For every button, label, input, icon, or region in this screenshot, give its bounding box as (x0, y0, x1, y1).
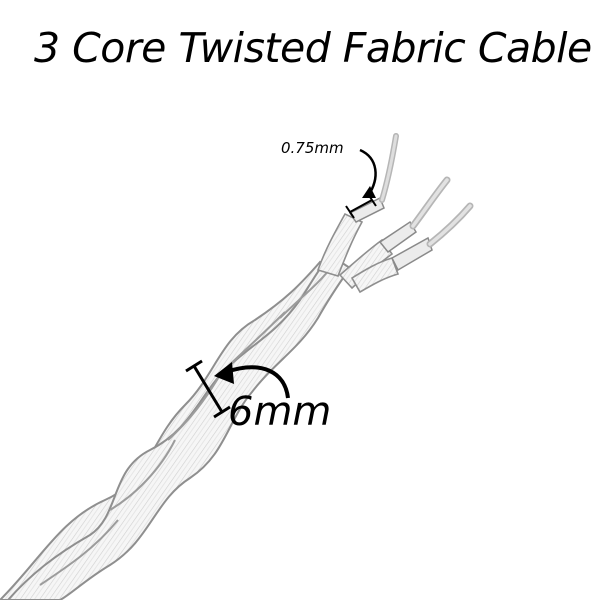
core-1 (316, 212, 364, 277)
dimension-line (349, 199, 373, 213)
twist-crease (167, 374, 221, 441)
dimension-line (192, 365, 224, 413)
bare-wire-1-outline (380, 134, 398, 202)
curved-arrow-icon (214, 362, 290, 399)
core-3 (350, 257, 400, 294)
bare-wire-2-outline (411, 178, 449, 228)
cable-diameter-marker (185, 359, 231, 419)
core-diameter-label: 0.75mm (281, 139, 344, 157)
core-tip-2 (378, 220, 417, 254)
curved-arrow-icon (359, 148, 377, 198)
dimension-tick (185, 359, 203, 373)
core-tip-3 (391, 236, 433, 272)
dimension-tick (213, 405, 231, 419)
cable-cores (316, 133, 474, 294)
page-title: 3 Core Twisted Fabric Cable (34, 24, 592, 72)
bare-wire-3-outline (428, 204, 472, 246)
cable-diameter-label: 6mm (228, 389, 332, 435)
dimension-tick (345, 205, 355, 219)
twisted-cable (0, 253, 352, 601)
twist-crease (39, 519, 119, 586)
twist-crease (109, 439, 176, 511)
